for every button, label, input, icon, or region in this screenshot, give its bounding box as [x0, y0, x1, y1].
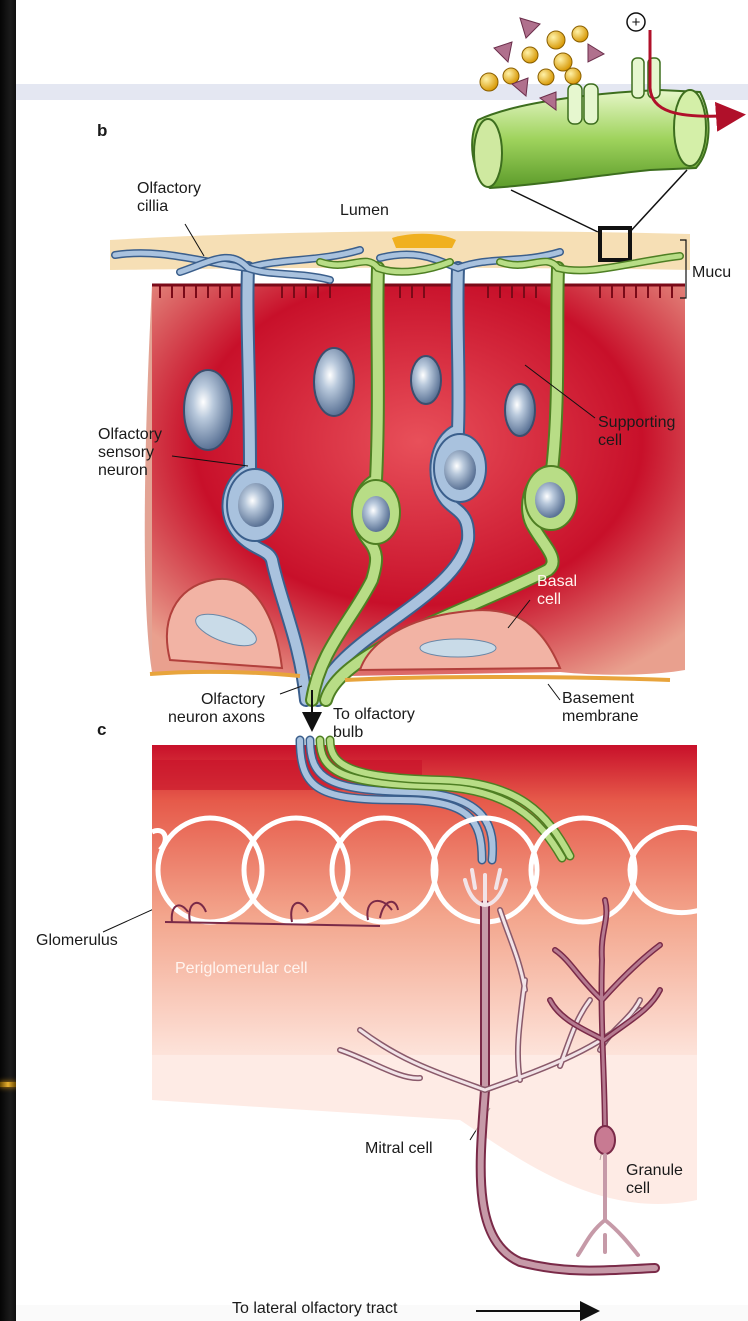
inset-connector: [511, 190, 602, 234]
panel-label-c: c: [97, 721, 106, 739]
label-supporting-cell: Supporting cell: [598, 414, 675, 450]
label-olfactory-sensory-neuron: Olfactory sensory neuron: [98, 426, 162, 480]
label-glomerulus: Glomerulus: [36, 932, 118, 950]
label-basement-membrane: Basement membrane: [562, 690, 638, 726]
svg-text:+: +: [632, 14, 641, 31]
label-olfactory-neuron-axons: Olfactory neuron axons: [135, 691, 265, 727]
label-granule-cell: Granule cell: [626, 1162, 683, 1198]
label-to-olfactory-bulb: To olfactory bulb: [333, 706, 415, 742]
cilium-inset: [472, 30, 740, 188]
label-mitral-cell: Mitral cell: [365, 1140, 433, 1158]
label-basal-cell: Basal cell: [537, 573, 577, 609]
label-olfactory-cillia: Olfactory cillia: [137, 180, 201, 216]
inset-connector: [628, 170, 687, 234]
label-periglomerular-cell: Periglomerular cell: [175, 960, 308, 978]
label-lumen: Lumen: [340, 202, 389, 220]
panel-label-b: b: [97, 122, 107, 140]
label-mucus: Mucu: [692, 264, 731, 282]
label-to-lateral-olfactory-tract: To lateral olfactory tract: [232, 1300, 397, 1318]
plus-icon: +: [627, 13, 645, 31]
